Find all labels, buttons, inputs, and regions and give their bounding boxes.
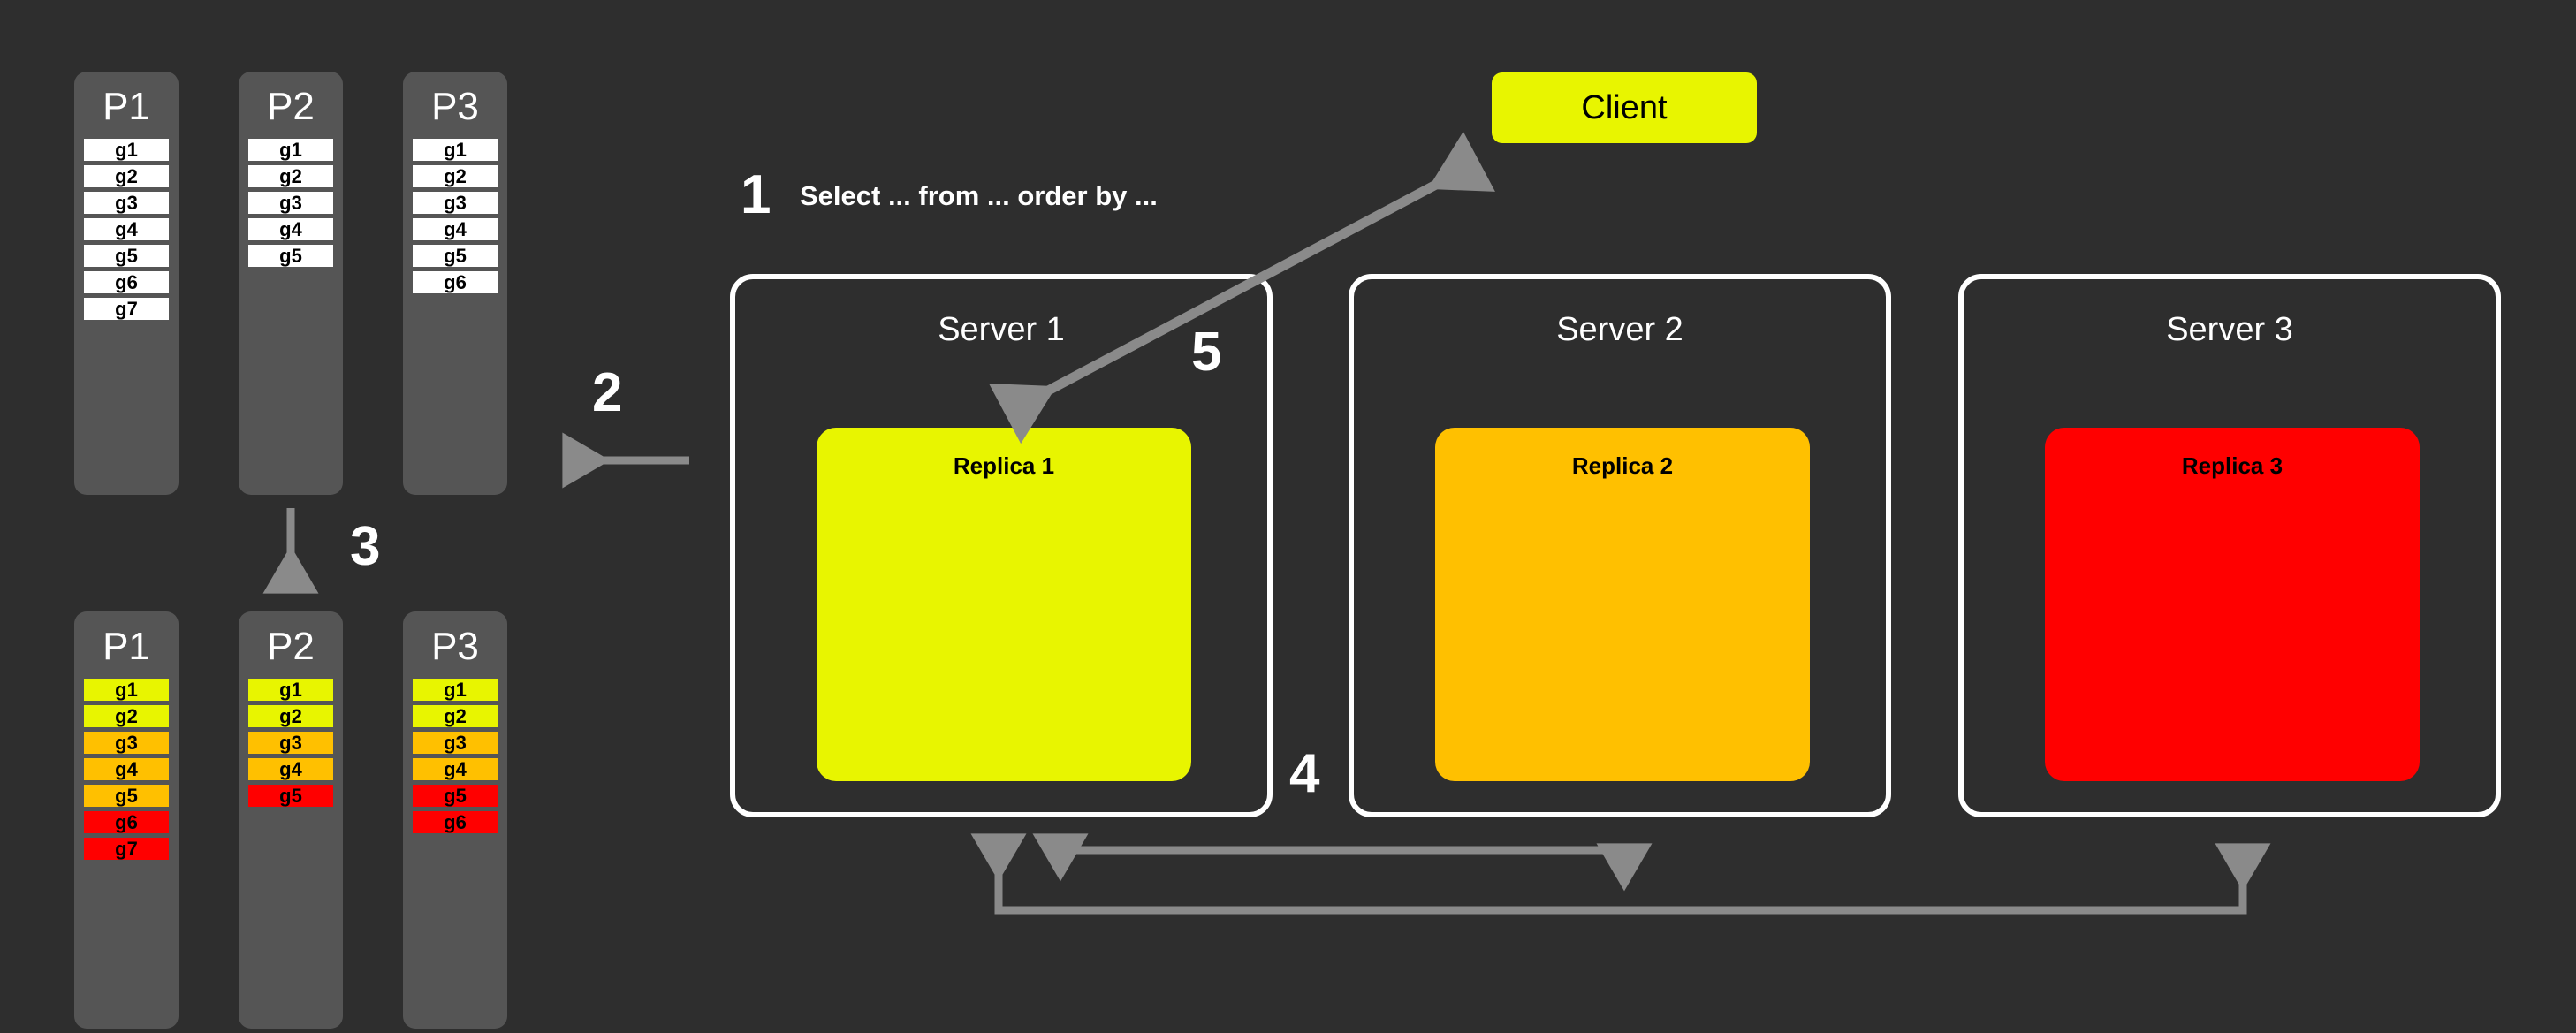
partition-cell: g4 (84, 218, 169, 240)
replica-box-2[interactable]: Replica 2 (1435, 428, 1810, 781)
partition-cells: g1 g2 g3 g4 g5 g6 g7 (74, 679, 179, 860)
partition-cell: g2 (413, 705, 498, 727)
partition-column-top-p3: P3 g1 g2 g3 g4 g5 g6 (403, 72, 507, 495)
query-caption: Select ... from ... order by ... (800, 180, 1158, 211)
arrow-step-4-replica2-to-replica1 (1032, 833, 1629, 882)
partition-cell: g5 (84, 785, 169, 807)
partition-cell: g5 (413, 785, 498, 807)
server-title: Server 1 (938, 311, 1065, 348)
partition-title: P3 (431, 85, 479, 128)
partition-column-top-p2: P2 g1 g2 g3 g4 g5 (239, 72, 343, 495)
partition-cells: g1 g2 g3 g4 g5 g6 (403, 679, 507, 833)
partition-cell: g5 (248, 785, 333, 807)
partition-cell: g1 (248, 139, 333, 161)
partition-cell: g5 (413, 245, 498, 267)
partition-cell: g4 (84, 758, 169, 780)
partition-title: P1 (103, 85, 150, 128)
partition-column-bottom-p2: P2 g1 g2 g3 g4 g5 (239, 611, 343, 1029)
step-number-2: 2 (592, 362, 623, 423)
replica-label: Replica 1 (953, 452, 1055, 479)
partition-cell: g1 (84, 679, 169, 701)
partition-cell: g1 (413, 679, 498, 701)
partition-cell: g6 (84, 271, 169, 293)
replica-box-3[interactable]: Replica 3 (2045, 428, 2420, 781)
partition-cell: g5 (84, 245, 169, 267)
partition-cell: g1 (248, 679, 333, 701)
partition-cell: g3 (84, 732, 169, 754)
partition-title: P3 (431, 625, 479, 668)
partition-cell: g7 (84, 838, 169, 860)
partition-cell: g2 (248, 165, 333, 187)
partition-cells: g1 g2 g3 g4 g5 g6 g7 (74, 139, 179, 320)
arrow-step-4-replica3-to-replica1 (970, 833, 2247, 915)
partition-cell: g3 (413, 732, 498, 754)
partition-cell: g2 (84, 705, 169, 727)
partition-cell: g2 (248, 705, 333, 727)
partition-cells: g1 g2 g3 g4 g5 (239, 139, 343, 267)
step-number-4: 4 (1289, 743, 1320, 804)
server-box-3: Server 3 Replica 3 (1958, 274, 2501, 817)
partition-cell: g5 (248, 245, 333, 267)
client-label: Client (1581, 88, 1668, 126)
partition-column-top-p1: P1 g1 g2 g3 g4 g5 g6 g7 (74, 72, 179, 495)
partition-cell: g1 (413, 139, 498, 161)
step-number-3: 3 (350, 516, 381, 577)
partition-cell: g3 (248, 732, 333, 754)
partition-cell: g7 (84, 298, 169, 320)
replica-label: Replica 3 (2181, 452, 2283, 479)
step-number-1: 1 (741, 164, 771, 225)
partition-cell: g1 (84, 139, 169, 161)
server-box-1: Server 1 Replica 1 (730, 274, 1273, 817)
partition-cell: g6 (413, 271, 498, 293)
partition-cell: g6 (84, 811, 169, 833)
partition-cell: g4 (413, 218, 498, 240)
server-box-2: Server 2 Replica 2 (1349, 274, 1891, 817)
partition-title: P1 (103, 625, 150, 668)
partition-cell: g4 (413, 758, 498, 780)
partition-cell: g3 (84, 192, 169, 214)
partition-cell: g4 (248, 218, 333, 240)
partition-title: P2 (267, 625, 315, 668)
partition-cell: g3 (248, 192, 333, 214)
client-box[interactable]: Client (1492, 72, 1757, 143)
partition-cells: g1 g2 g3 g4 g5 g6 (403, 139, 507, 293)
partition-title: P2 (267, 85, 315, 128)
partition-column-bottom-p1: P1 g1 g2 g3 g4 g5 g6 g7 (74, 611, 179, 1029)
partition-cell: g2 (84, 165, 169, 187)
partition-column-bottom-p3: P3 g1 g2 g3 g4 g5 g6 (403, 611, 507, 1029)
partition-cell: g3 (413, 192, 498, 214)
replica-box-1[interactable]: Replica 1 (817, 428, 1191, 781)
replica-label: Replica 2 (1571, 452, 1674, 479)
server-title: Server 2 (1556, 311, 1683, 348)
partition-cell: g4 (248, 758, 333, 780)
server-title: Server 3 (2166, 311, 2293, 348)
partition-cells: g1 g2 g3 g4 g5 (239, 679, 343, 807)
partition-cell: g6 (413, 811, 498, 833)
partition-cell: g2 (413, 165, 498, 187)
